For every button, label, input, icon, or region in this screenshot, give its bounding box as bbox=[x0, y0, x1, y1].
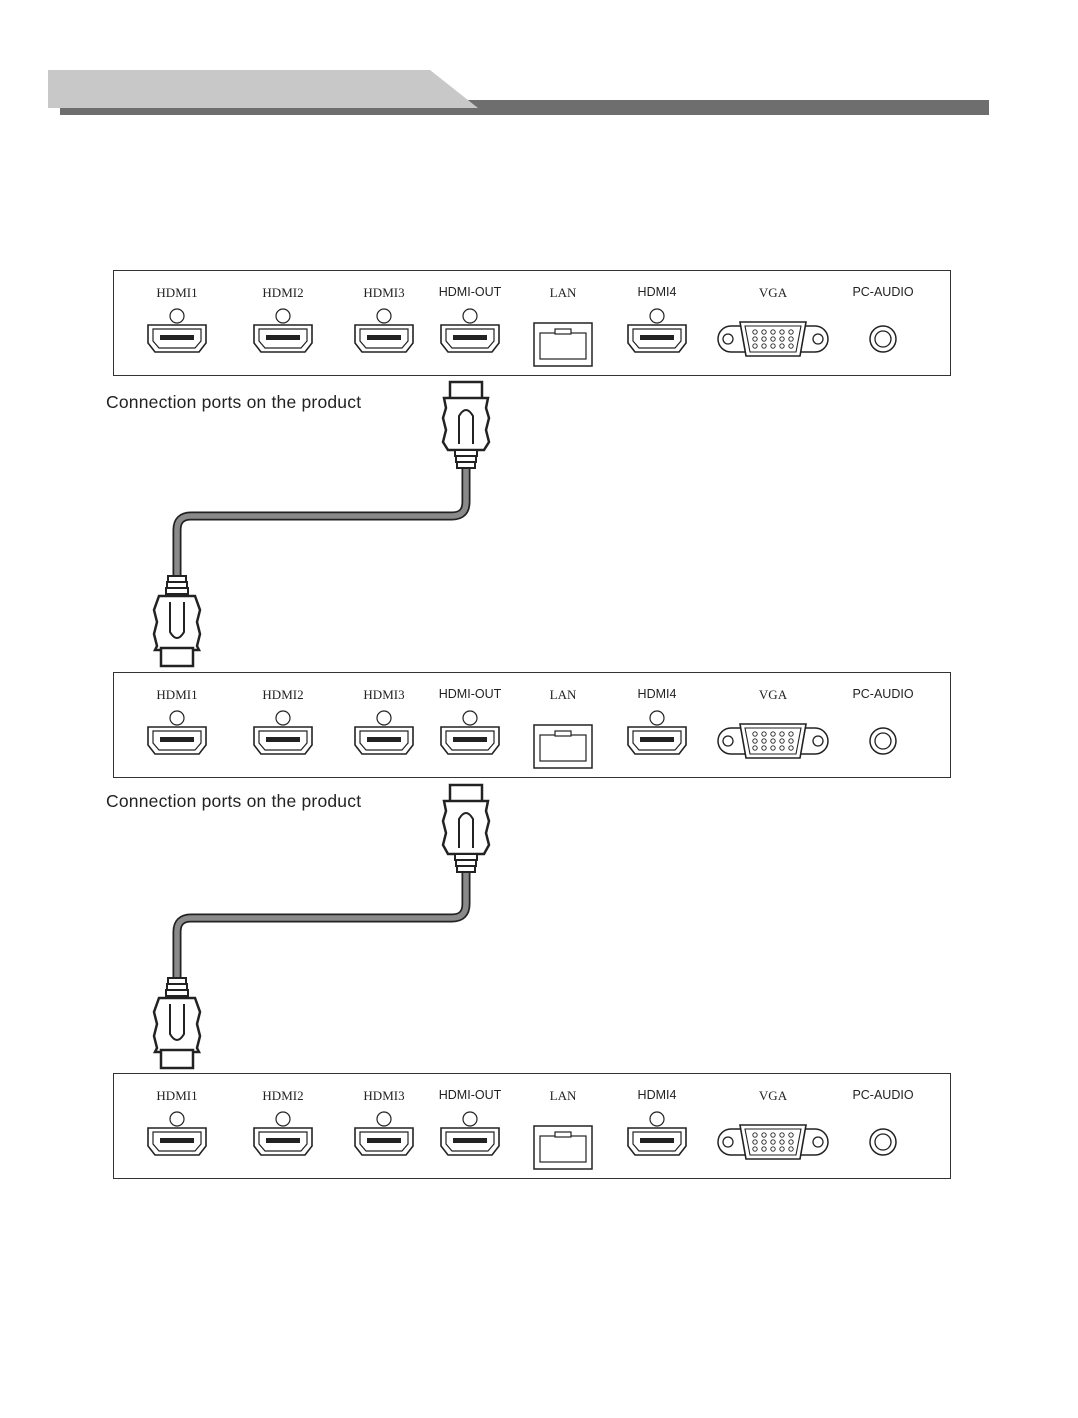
cable-core bbox=[177, 468, 466, 580]
plug-relief bbox=[457, 866, 475, 872]
plug-grip bbox=[154, 596, 200, 650]
plug-grip bbox=[443, 801, 489, 854]
plug-relief bbox=[457, 462, 475, 468]
plug-relief bbox=[166, 990, 188, 996]
hdmi-plug bbox=[154, 978, 200, 1068]
hdmi-plug bbox=[443, 785, 489, 872]
plug-tip bbox=[161, 648, 193, 666]
plug-relief bbox=[166, 588, 188, 594]
cable-outline bbox=[177, 468, 466, 580]
cable-core bbox=[177, 872, 466, 982]
plug-grip bbox=[154, 998, 200, 1052]
plug-tip bbox=[161, 1050, 193, 1068]
hdmi-plug bbox=[154, 576, 200, 666]
hdmi-plug bbox=[443, 382, 489, 468]
cable-outline bbox=[177, 872, 466, 982]
plug-grip bbox=[443, 398, 489, 450]
